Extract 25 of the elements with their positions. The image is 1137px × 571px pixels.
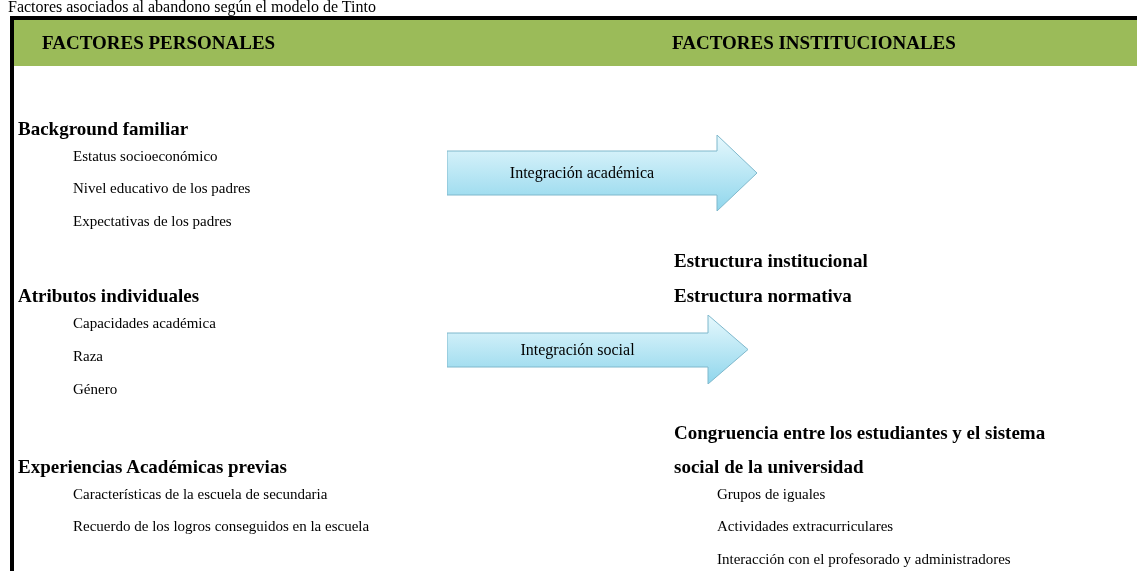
list-item: Características de la escuela de secundaria <box>73 485 329 503</box>
arrow-label: Integración académica <box>509 163 655 184</box>
list-item: Género <box>73 380 119 398</box>
column-heading: FACTORES INSTITUCIONALES <box>672 31 956 55</box>
section-heading: Estructura normativa <box>674 284 853 308</box>
list-item: Expectativas de los padres <box>73 212 233 230</box>
list-item: Capacidades académica <box>73 314 217 332</box>
section-heading: Experiencias Académicas previas <box>18 455 288 479</box>
section-heading: Background familiar <box>18 117 190 141</box>
block-arrow <box>447 135 757 211</box>
list-item: Recuerdo de los logros conseguidos en la escuela <box>73 517 371 535</box>
figure-title: Factores asociados al abandono según el modelo de Tinto <box>8 0 376 16</box>
list-item: Estatus socioeconómico <box>73 147 219 165</box>
column-heading: FACTORES PERSONALES <box>42 31 276 55</box>
section-heading: Congruencia entre los estudiantes y el sistema social de la universidad <box>674 421 1047 479</box>
section-heading: Atributos individuales <box>18 284 201 308</box>
list-item: Interacción con el profesorado y administradores <box>717 550 1012 568</box>
header-band <box>14 20 1137 66</box>
list-item: Grupos de iguales <box>717 485 827 503</box>
arrow-label: Integración social <box>520 340 635 361</box>
list-item: Nivel educativo de los padres <box>73 179 252 197</box>
list-item: Raza <box>73 347 104 365</box>
section-heading: Estructura institucional <box>674 249 869 273</box>
block-arrow <box>447 315 748 384</box>
list-item: Actividades extracurriculares <box>717 517 895 535</box>
